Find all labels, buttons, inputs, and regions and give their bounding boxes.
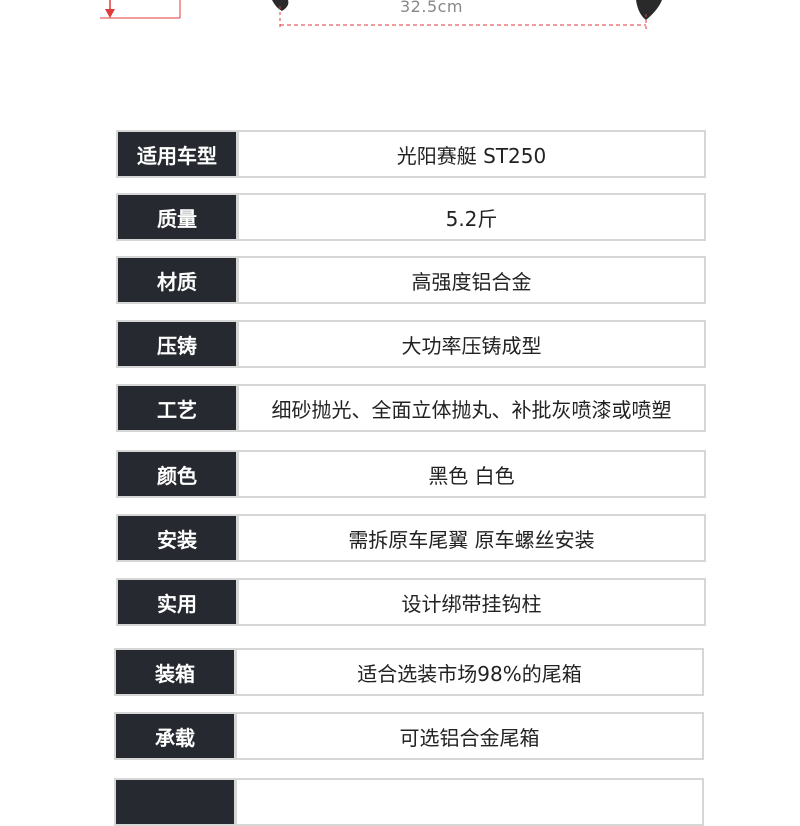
spec-label: 材质 (118, 258, 236, 302)
spec-row-color: 颜色 黑色 白色 (116, 450, 706, 498)
left-end-cap (272, 0, 289, 11)
spec-value: 黑色 白色 (236, 452, 704, 496)
spec-value: 需拆原车尾翼 原车螺丝安装 (236, 516, 704, 560)
spec-label: 压铸 (118, 322, 236, 366)
spec-row-load: 承载 可选铝合金尾箱 (114, 712, 704, 760)
spec-value: 光阳赛艇 ST250 (236, 132, 704, 176)
spec-label: 承载 (116, 714, 234, 758)
spec-value: 5.2斤 (236, 195, 704, 239)
spec-row-vehicle: 适用车型 光阳赛艇 ST250 (116, 130, 706, 178)
spec-label: 颜色 (118, 452, 236, 496)
spec-row-casting: 压铸 大功率压铸成型 (116, 320, 706, 368)
spec-value (234, 780, 702, 824)
spec-row-practical: 实用 设计绑带挂钩柱 (116, 578, 706, 626)
spec-label: 安装 (118, 516, 236, 560)
spec-value: 细砂抛光、全面立体抛丸、补批灰喷漆或喷塑 (236, 386, 704, 430)
spec-label (116, 780, 234, 824)
spec-value: 大功率压铸成型 (236, 322, 704, 366)
spec-label: 装箱 (116, 650, 234, 694)
spec-label: 适用车型 (118, 132, 236, 176)
spec-row-process: 工艺 细砂抛光、全面立体抛丸、补批灰喷漆或喷塑 (116, 384, 706, 432)
spec-value: 设计绑带挂钩柱 (236, 580, 704, 624)
spec-value: 可选铝合金尾箱 (234, 714, 702, 758)
spec-value: 适合选装市场98%的尾箱 (234, 650, 702, 694)
dimension-drawing (100, 0, 662, 30)
spec-row-box: 装箱 适合选装市场98%的尾箱 (114, 648, 704, 696)
spec-label: 工艺 (118, 386, 236, 430)
spec-row-material: 材质 高强度铝合金 (116, 256, 706, 304)
spec-label: 质量 (118, 195, 236, 239)
right-end-cap (636, 0, 662, 20)
spec-row-weight: 质量 5.2斤 (116, 193, 706, 241)
spec-value: 高强度铝合金 (236, 258, 704, 302)
spec-label: 实用 (118, 580, 236, 624)
spec-row-cropped (114, 778, 704, 826)
width-dimension-label: 32.5cm (400, 0, 464, 16)
height-arrow-head (105, 9, 115, 18)
spec-row-install: 安装 需拆原车尾翼 原车螺丝安装 (116, 514, 706, 562)
